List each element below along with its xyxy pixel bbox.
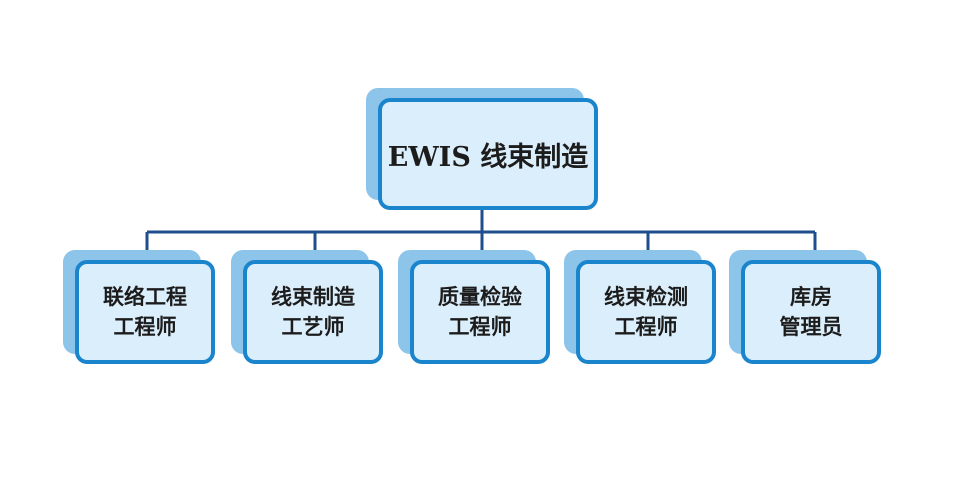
root-node: EWIS 线束制造: [366, 88, 598, 210]
child-node-quality-inspection-engineer: 质量检验 工程师: [398, 250, 550, 364]
child-node-label: 线束制造 工艺师: [271, 283, 355, 339]
child-node-box: 联络工程 工程师: [75, 260, 215, 364]
child-node-box: 线束检测 工程师: [576, 260, 716, 364]
child-node-label: 库房 管理员: [779, 283, 843, 339]
child-node-harness-test-engineer: 线束检测 工程师: [564, 250, 716, 364]
root-node-box: EWIS 线束制造: [378, 98, 598, 210]
root-node-label: EWIS 线束制造: [387, 141, 589, 173]
child-node-label: 线束检测 工程师: [604, 283, 688, 339]
child-node-warehouse-manager: 库房 管理员: [729, 250, 881, 364]
child-node-box: 线束制造 工艺师: [243, 260, 383, 364]
child-node-box: 库房 管理员: [741, 260, 881, 364]
child-node-box: 质量检验 工程师: [410, 260, 550, 364]
child-node-liaison-engineer: 联络工程 工程师: [63, 250, 215, 364]
child-node-label: 联络工程 工程师: [103, 283, 187, 339]
child-node-harness-process-engineer: 线束制造 工艺师: [231, 250, 383, 364]
child-node-label: 质量检验 工程师: [438, 283, 522, 339]
